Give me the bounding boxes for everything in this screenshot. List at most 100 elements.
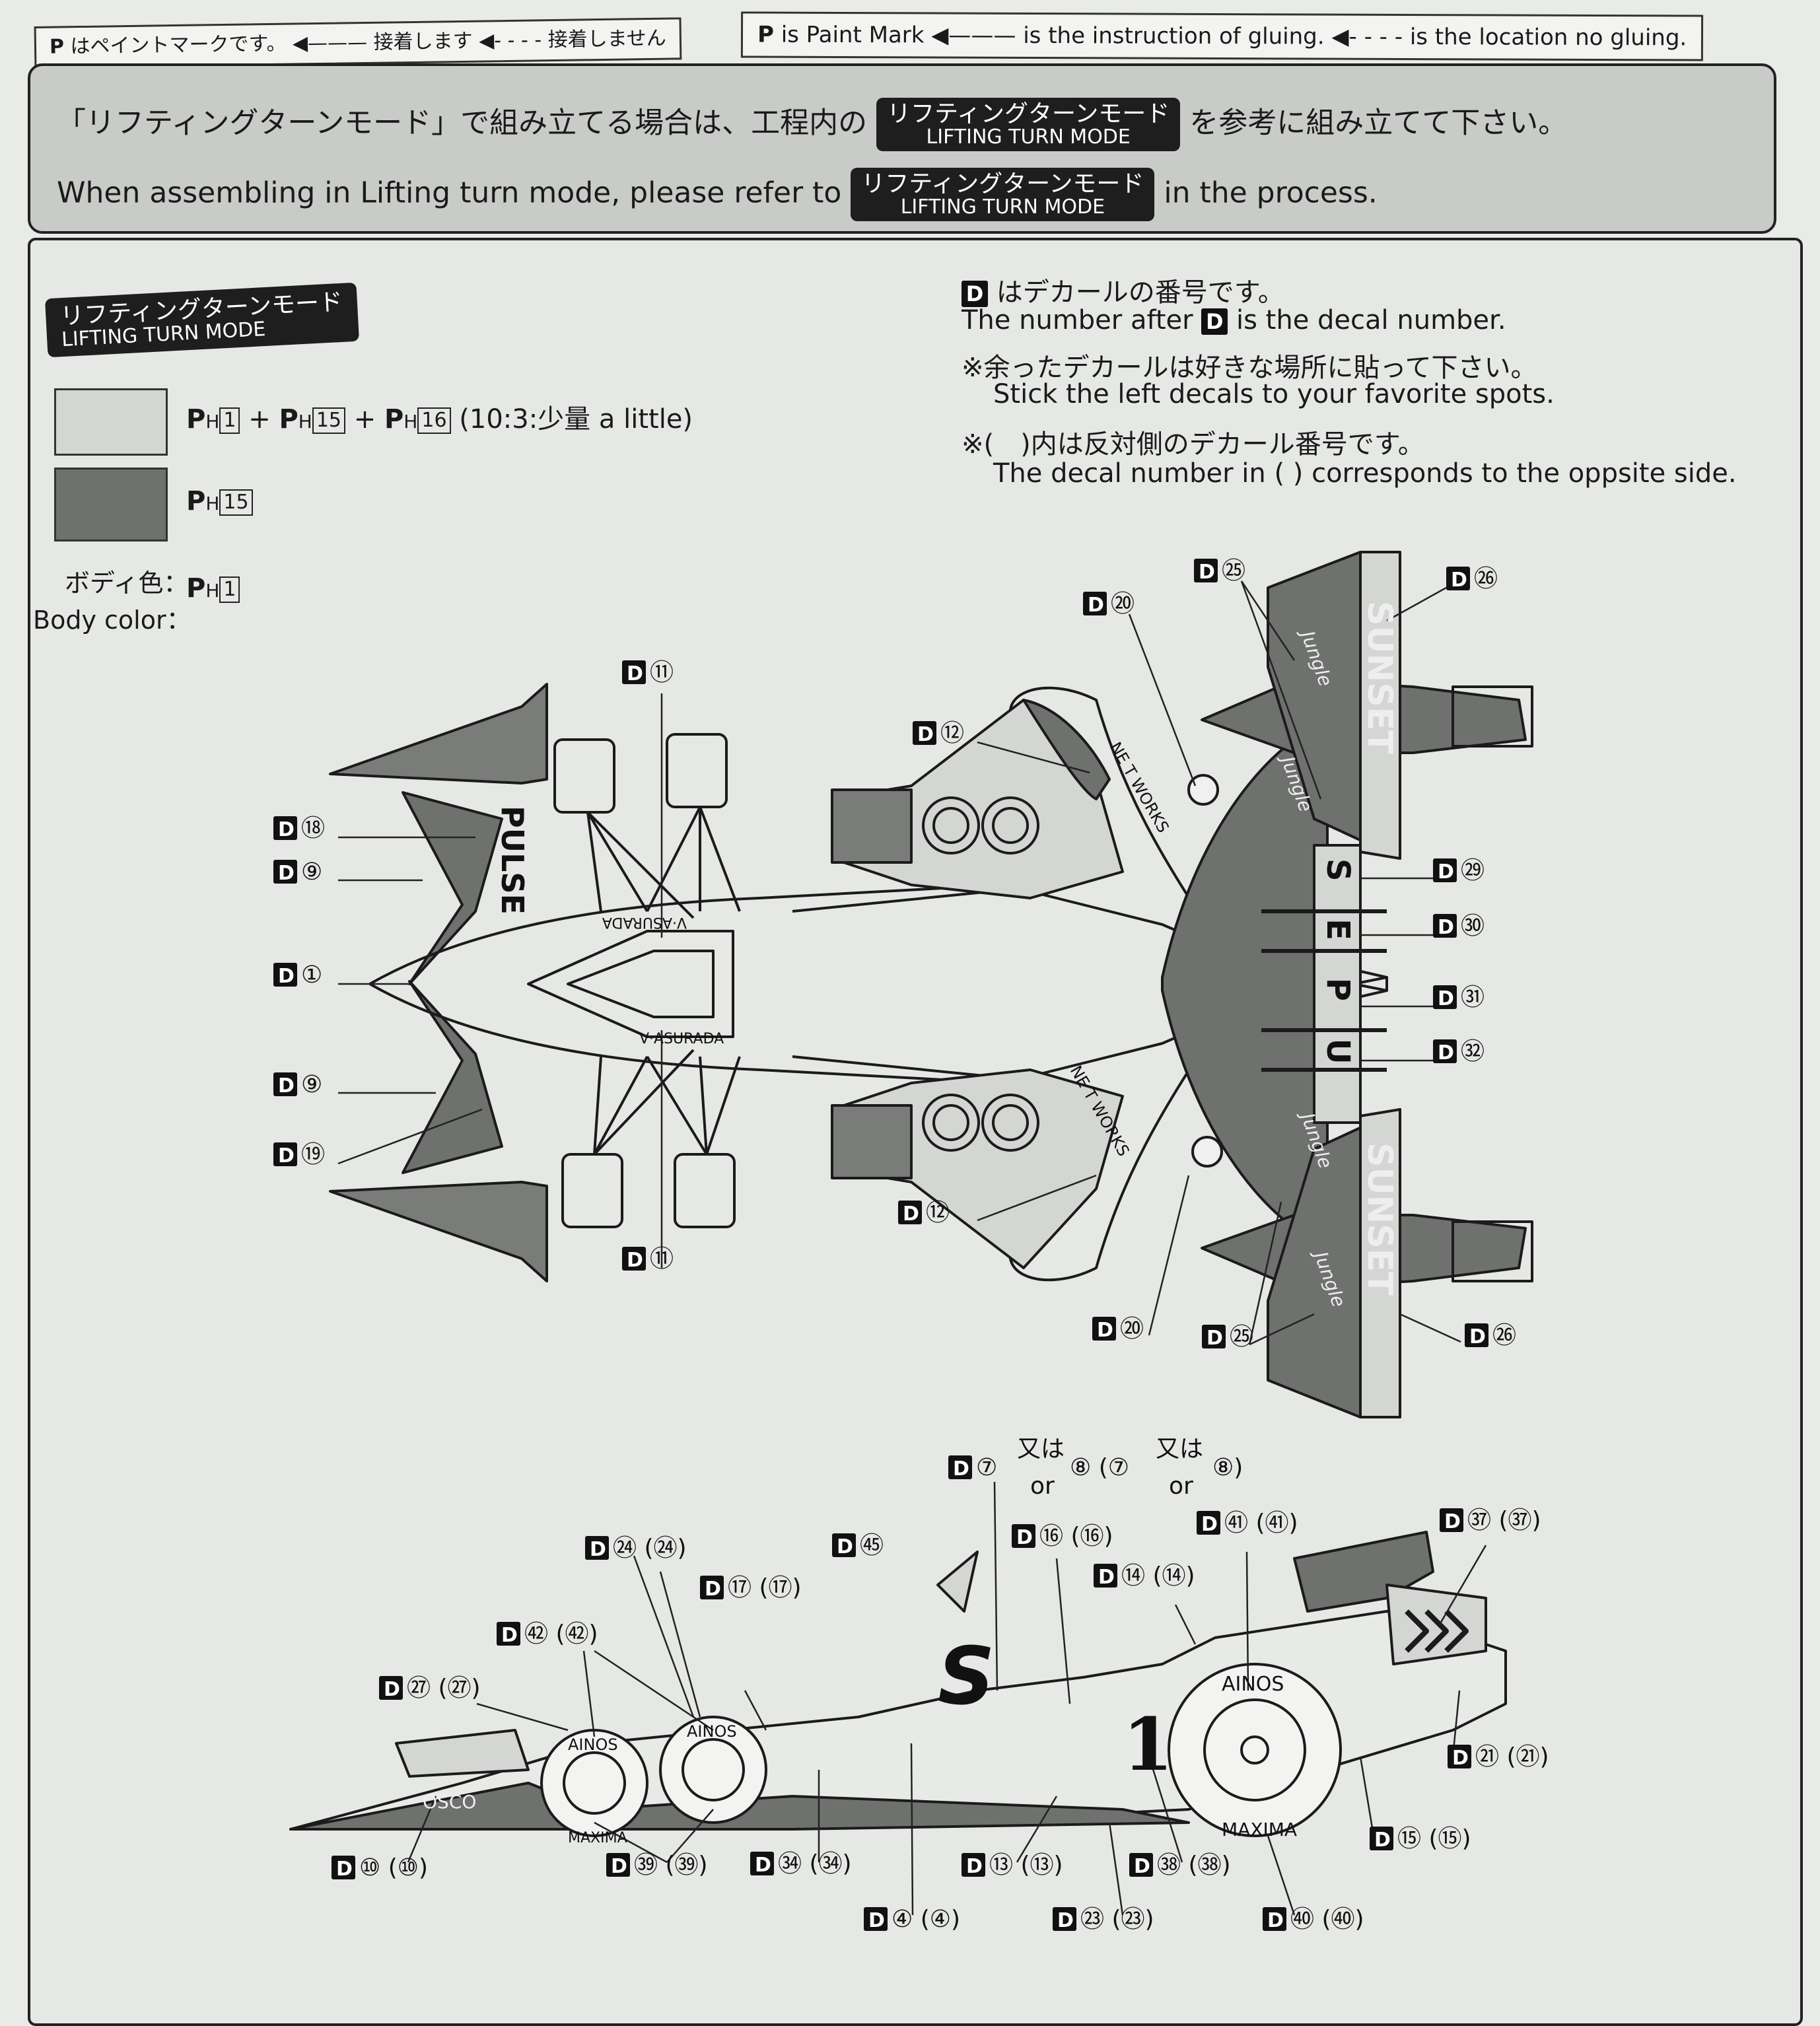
decal-d-box xyxy=(1433,985,1457,1009)
suspension-upper xyxy=(586,806,741,919)
rear-wing-center xyxy=(1313,844,1362,1124)
decal-number: ㊺ xyxy=(860,1532,884,1559)
decal-number: ㉓ (㉓) xyxy=(1080,1906,1154,1933)
front-wing-upper xyxy=(329,683,548,785)
fans-upper xyxy=(922,796,1039,855)
decal-callout-d7or: 又は xyxy=(1017,1436,1065,1463)
decal-d-letter: D xyxy=(336,1858,353,1881)
decal-number: ㉞ (㉞) xyxy=(778,1850,852,1877)
rear-body-dark xyxy=(1161,738,1329,1230)
decal-number: ⑨ xyxy=(301,1071,322,1098)
decal-d-box xyxy=(273,860,297,884)
decal-number: ⑬ (⑬) xyxy=(989,1852,1063,1879)
decal-d-box xyxy=(273,1142,297,1166)
decal-d-box xyxy=(1433,914,1457,938)
decal-d-box xyxy=(1446,567,1470,590)
decal-d-letter: D xyxy=(1199,561,1215,584)
decal-number: ㉚ xyxy=(1461,913,1485,940)
decal-d-letter: D xyxy=(1098,1566,1115,1589)
decal-d-box xyxy=(1465,1323,1488,1347)
decal-d-box xyxy=(1440,1508,1463,1532)
decal-d-letter: D xyxy=(1267,1909,1284,1932)
car-text-sunset-upper: SUNSET xyxy=(1360,601,1399,754)
decal-d-letter: D xyxy=(755,1854,771,1877)
decal-d-letter: D xyxy=(1134,1855,1150,1878)
decal-d-box xyxy=(606,1853,630,1877)
car-text-maxima-1: MAXIMA xyxy=(568,1830,627,1846)
decal-d-letter: D xyxy=(1451,569,1467,592)
decal-d-box xyxy=(832,1533,856,1557)
decal-number: ⑳ xyxy=(1111,590,1135,617)
decal-d-box xyxy=(585,1536,609,1560)
decal-d-box xyxy=(1448,1745,1471,1768)
decal-d-box xyxy=(1197,1511,1220,1535)
car-text-asurada-lower: V·ASURADA xyxy=(639,1031,724,1047)
decal-d-box xyxy=(898,1201,922,1224)
decal-d-box xyxy=(273,963,297,987)
decal-d-letter: D xyxy=(384,1678,400,1701)
decal-d-letter: D xyxy=(1088,594,1104,617)
decal-number: ⑱ xyxy=(301,815,325,842)
decal-d-letter: D xyxy=(917,723,934,746)
leader-lines xyxy=(337,580,1487,1916)
rear-exhaust-upper xyxy=(1452,685,1533,748)
car-text-asurada-upper: V·ASURADA xyxy=(602,914,687,930)
decal-callout-d7or_en: or xyxy=(1030,1473,1055,1500)
fans-lower xyxy=(922,1094,1039,1152)
side-chevrons xyxy=(1405,1609,1469,1653)
car-text-ainos-3: AINOS xyxy=(1222,1673,1284,1696)
sidepod-upper-dark xyxy=(1022,699,1111,800)
decal-d-letter: D xyxy=(1374,1829,1391,1852)
decal-number: ⑫ xyxy=(926,1199,950,1226)
decal-d-letter: D xyxy=(966,1855,983,1878)
decal-d-letter: D xyxy=(1438,916,1454,939)
decal-d-letter: D xyxy=(868,1909,885,1932)
paint-swatch-dark xyxy=(54,468,168,541)
decal-d-box xyxy=(273,816,297,840)
car-text-s-logo: S xyxy=(938,1631,995,1723)
decal-d-letter: D xyxy=(837,1535,853,1558)
decal-number: ㉖ xyxy=(1474,565,1498,592)
decal-d-box xyxy=(864,1907,888,1931)
info-opposite-jp: ※( )内は反対側のデカール番号です。 xyxy=(962,429,1424,460)
decal-callout-d23: D ㉓ (㉓) xyxy=(1053,1906,1154,1933)
intake-upper xyxy=(831,788,913,864)
decal-d-box xyxy=(1194,559,1218,582)
decal-d-letter: D xyxy=(1016,1526,1033,1549)
car-text-pulse: PULSE xyxy=(495,806,530,915)
decal-number: ⑧) xyxy=(1212,1454,1243,1481)
decal-number: ⑪ xyxy=(650,659,674,686)
decal-d-letter: D xyxy=(1057,1909,1074,1932)
car-text-pulse-vertical: S E P U xyxy=(1319,858,1356,1078)
decal-number: ㉑ (㉑) xyxy=(1475,1743,1549,1770)
decal-d-letter: D xyxy=(278,1074,295,1098)
decal-number: or xyxy=(1169,1473,1193,1500)
decal-d-letter: D xyxy=(611,1855,627,1878)
decal-number: ㉗ (㉗) xyxy=(407,1675,481,1702)
decal-callout-d27: D ㉗ (㉗) xyxy=(379,1675,481,1702)
paint-swatch-light xyxy=(54,388,168,456)
decal-d-box xyxy=(1433,858,1457,882)
front-wing-lower xyxy=(329,1181,548,1282)
decal-d-letter: D xyxy=(1438,860,1454,884)
body-color-label-jp: ボディ色： xyxy=(65,569,189,598)
decal-callout-d34: D ㉞ (㉞) xyxy=(750,1850,852,1877)
decal-number: 又は xyxy=(1017,1436,1065,1463)
decal-d-letter: D xyxy=(501,1624,518,1647)
decal-d-letter: D xyxy=(1097,1319,1113,1342)
decal-number: ⑰ (⑰) xyxy=(728,1574,802,1601)
